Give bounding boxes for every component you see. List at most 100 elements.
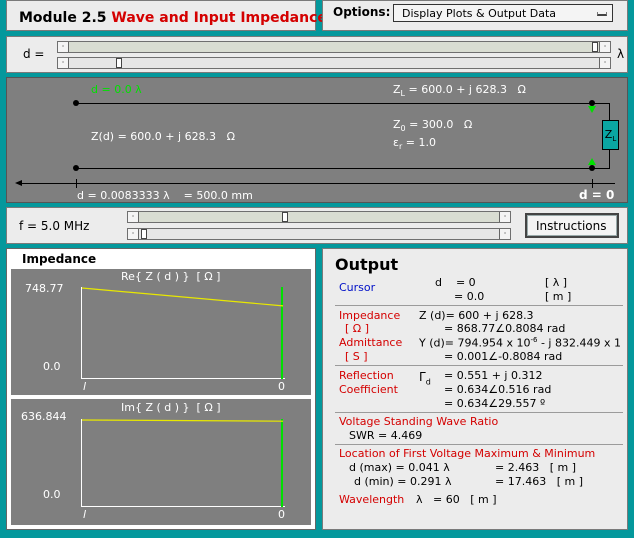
re-ymin-label: 0.0	[43, 360, 61, 373]
im-x-left-label: l	[83, 508, 87, 521]
axis-tick	[76, 179, 77, 188]
module-name: Wave and Input Impedance	[111, 10, 327, 26]
re-trace-line	[81, 287, 284, 307]
load-wire-top	[594, 103, 609, 104]
load-impedance-box: ZL	[602, 120, 619, 150]
divider	[335, 365, 623, 366]
module-number: Module 2.5	[19, 10, 107, 26]
impedance-label: Impedance	[339, 309, 401, 322]
d-coarse-slider-thumb[interactable]	[116, 58, 122, 68]
frequency-label: f = 5.0 MHz	[19, 219, 90, 233]
dmax-meters: = 2.463 [ m ]	[495, 461, 576, 474]
re-ymax-label: 748.77	[25, 282, 64, 295]
cursor-d-meters: = 0.0	[454, 290, 485, 303]
input-impedance-readout: Z(d) = 600.0 + j 628.3 Ω	[91, 130, 235, 143]
d-coarse-slider[interactable]: · ·	[57, 57, 611, 69]
re-x-left-label: l	[83, 380, 87, 393]
swr-value: SWR = 4.469	[349, 429, 423, 442]
d-fine-slider-thumb[interactable]	[592, 42, 598, 52]
divider	[335, 444, 623, 445]
vswr-label: Voltage Standing Wave Ratio	[339, 415, 499, 428]
slider-left-arrow-icon[interactable]: ·	[128, 229, 139, 239]
real-impedance-chart: Re{ Z ( d ) } [ Ω ] 748.77 0.0 l 0	[11, 269, 311, 395]
gamma-symbol: Γd	[419, 370, 431, 387]
f-fine-slider-thumb[interactable]	[282, 212, 288, 222]
axis-arrow-left-icon	[15, 180, 22, 186]
slider-right-arrow-icon[interactable]: ·	[599, 58, 610, 68]
wavelength-value: λ = 60 [ m ]	[416, 493, 497, 506]
f-coarse-slider-thumb[interactable]	[141, 229, 147, 239]
impedance-unit: [ Ω ]	[345, 322, 369, 335]
module-title-panel: Module 2.5 Wave and Input Impedance	[6, 0, 327, 31]
reflection-label: Reflection	[339, 369, 394, 382]
slider-left-arrow-icon[interactable]: ·	[128, 212, 139, 222]
im-plot-area	[81, 419, 285, 507]
line-top-conductor	[76, 103, 594, 104]
terminal-dot	[589, 165, 595, 171]
yd-rect: Y (d)= 794.954 x 10-6 - j 832.449 x 1	[419, 336, 621, 350]
terminal-dot	[73, 100, 79, 106]
cursor-marker-top[interactable]	[588, 106, 596, 113]
impedance-panel: Impedance Re{ Z ( d ) } [ Ω ] 748.77 0.0…	[6, 248, 316, 530]
slider-right-arrow-icon[interactable]: ·	[499, 212, 510, 222]
axis-tick	[592, 179, 593, 188]
voltage-extrema-label: Location of First Voltage Maximum & Mini…	[339, 447, 596, 460]
slider-right-arrow-icon[interactable]: ·	[599, 42, 610, 52]
yd-polar: = 0.001∠-0.8084 rad	[444, 350, 563, 363]
instructions-button[interactable]: Instructions	[525, 213, 619, 238]
im-ymax-label: 636.844	[21, 410, 67, 423]
im-ymin-label: 0.0	[43, 488, 61, 501]
divider	[335, 412, 623, 413]
cursor-d-lambda-unit: [ λ ]	[545, 276, 568, 289]
output-title: Output	[335, 255, 399, 274]
module-title: Module 2.5 Wave and Input Impedance	[19, 10, 327, 26]
distance-axis	[21, 183, 615, 184]
divider	[335, 305, 623, 306]
characteristic-impedance: Z0 = 300.0 Ω	[393, 118, 473, 134]
options-label: Options:	[333, 5, 391, 19]
options-selected: Display Plots & Output Data	[402, 7, 557, 20]
d-slider-unit: λ	[617, 47, 625, 61]
zd-rect: Z (d)= 600 + j 628.3	[419, 309, 534, 322]
dropdown-arrow-icon	[597, 12, 607, 16]
re-plot-area	[81, 287, 285, 379]
im-trace-line	[81, 419, 284, 422]
dmax-lambda: d (max) = 0.041 λ	[349, 461, 450, 474]
d-slider-panel: d = · · · · λ	[6, 36, 628, 73]
admittance-label: Admittance	[339, 336, 403, 349]
d-slider-label: d =	[23, 47, 45, 61]
f-fine-slider[interactable]: · ·	[127, 211, 511, 223]
slider-left-arrow-icon[interactable]: ·	[58, 42, 69, 52]
cursor-d-meters-unit: [ m ]	[545, 290, 572, 303]
slider-right-arrow-icon[interactable]: ·	[499, 229, 510, 239]
output-panel: Output Cursor d = 0 [ λ ] = 0.0 [ m ] Im…	[322, 248, 628, 530]
line-bottom-conductor	[76, 168, 594, 169]
dmin-lambda: d (min) = 0.291 λ	[354, 475, 452, 488]
cursor-label: Cursor	[339, 281, 376, 294]
imag-impedance-chart: Im{ Z ( d ) } [ Ω ] 636.844 0.0 l 0	[11, 399, 311, 525]
load-position-label: d = 0	[579, 188, 615, 202]
options-panel: Options: Display Plots & Output Data	[322, 0, 628, 31]
zd-polar: = 868.77∠0.8084 rad	[444, 322, 566, 335]
d-fine-slider[interactable]: · ·	[57, 41, 611, 53]
terminal-dot	[589, 100, 595, 106]
slider-left-arrow-icon[interactable]: ·	[58, 58, 69, 68]
coefficient-label: Coefficient	[339, 383, 398, 396]
impedance-title: Impedance	[22, 252, 97, 266]
f-coarse-slider[interactable]: · ·	[127, 228, 511, 240]
instructions-label: Instructions	[536, 219, 607, 233]
options-dropdown[interactable]: Display Plots & Output Data	[393, 4, 613, 22]
cursor-d-lambda: d = 0	[435, 276, 476, 289]
transmission-line-panel: ZL d = 0.0 λ ZL = 600.0 + j 628.3 Ω Z(d)…	[6, 77, 628, 203]
gamma-rect: = 0.551 + j 0.312	[444, 369, 543, 382]
load-impedance-readout: ZL = 600.0 + j 628.3 Ω	[393, 83, 526, 99]
cursor-distance: d = 0.0 λ	[91, 83, 142, 96]
cursor-marker-bottom[interactable]	[588, 158, 596, 165]
wavelength-label: Wavelength	[339, 493, 405, 506]
dmin-meters: = 17.463 [ m ]	[495, 475, 583, 488]
re-chart-title: Re{ Z ( d ) } [ Ω ]	[121, 270, 221, 283]
terminal-dot	[73, 165, 79, 171]
gamma-polar-deg: = 0.634∠29.557 º	[444, 397, 546, 410]
admittance-unit: [ S ]	[345, 350, 368, 363]
gamma-polar-rad: = 0.634∠0.516 rad	[444, 383, 552, 396]
